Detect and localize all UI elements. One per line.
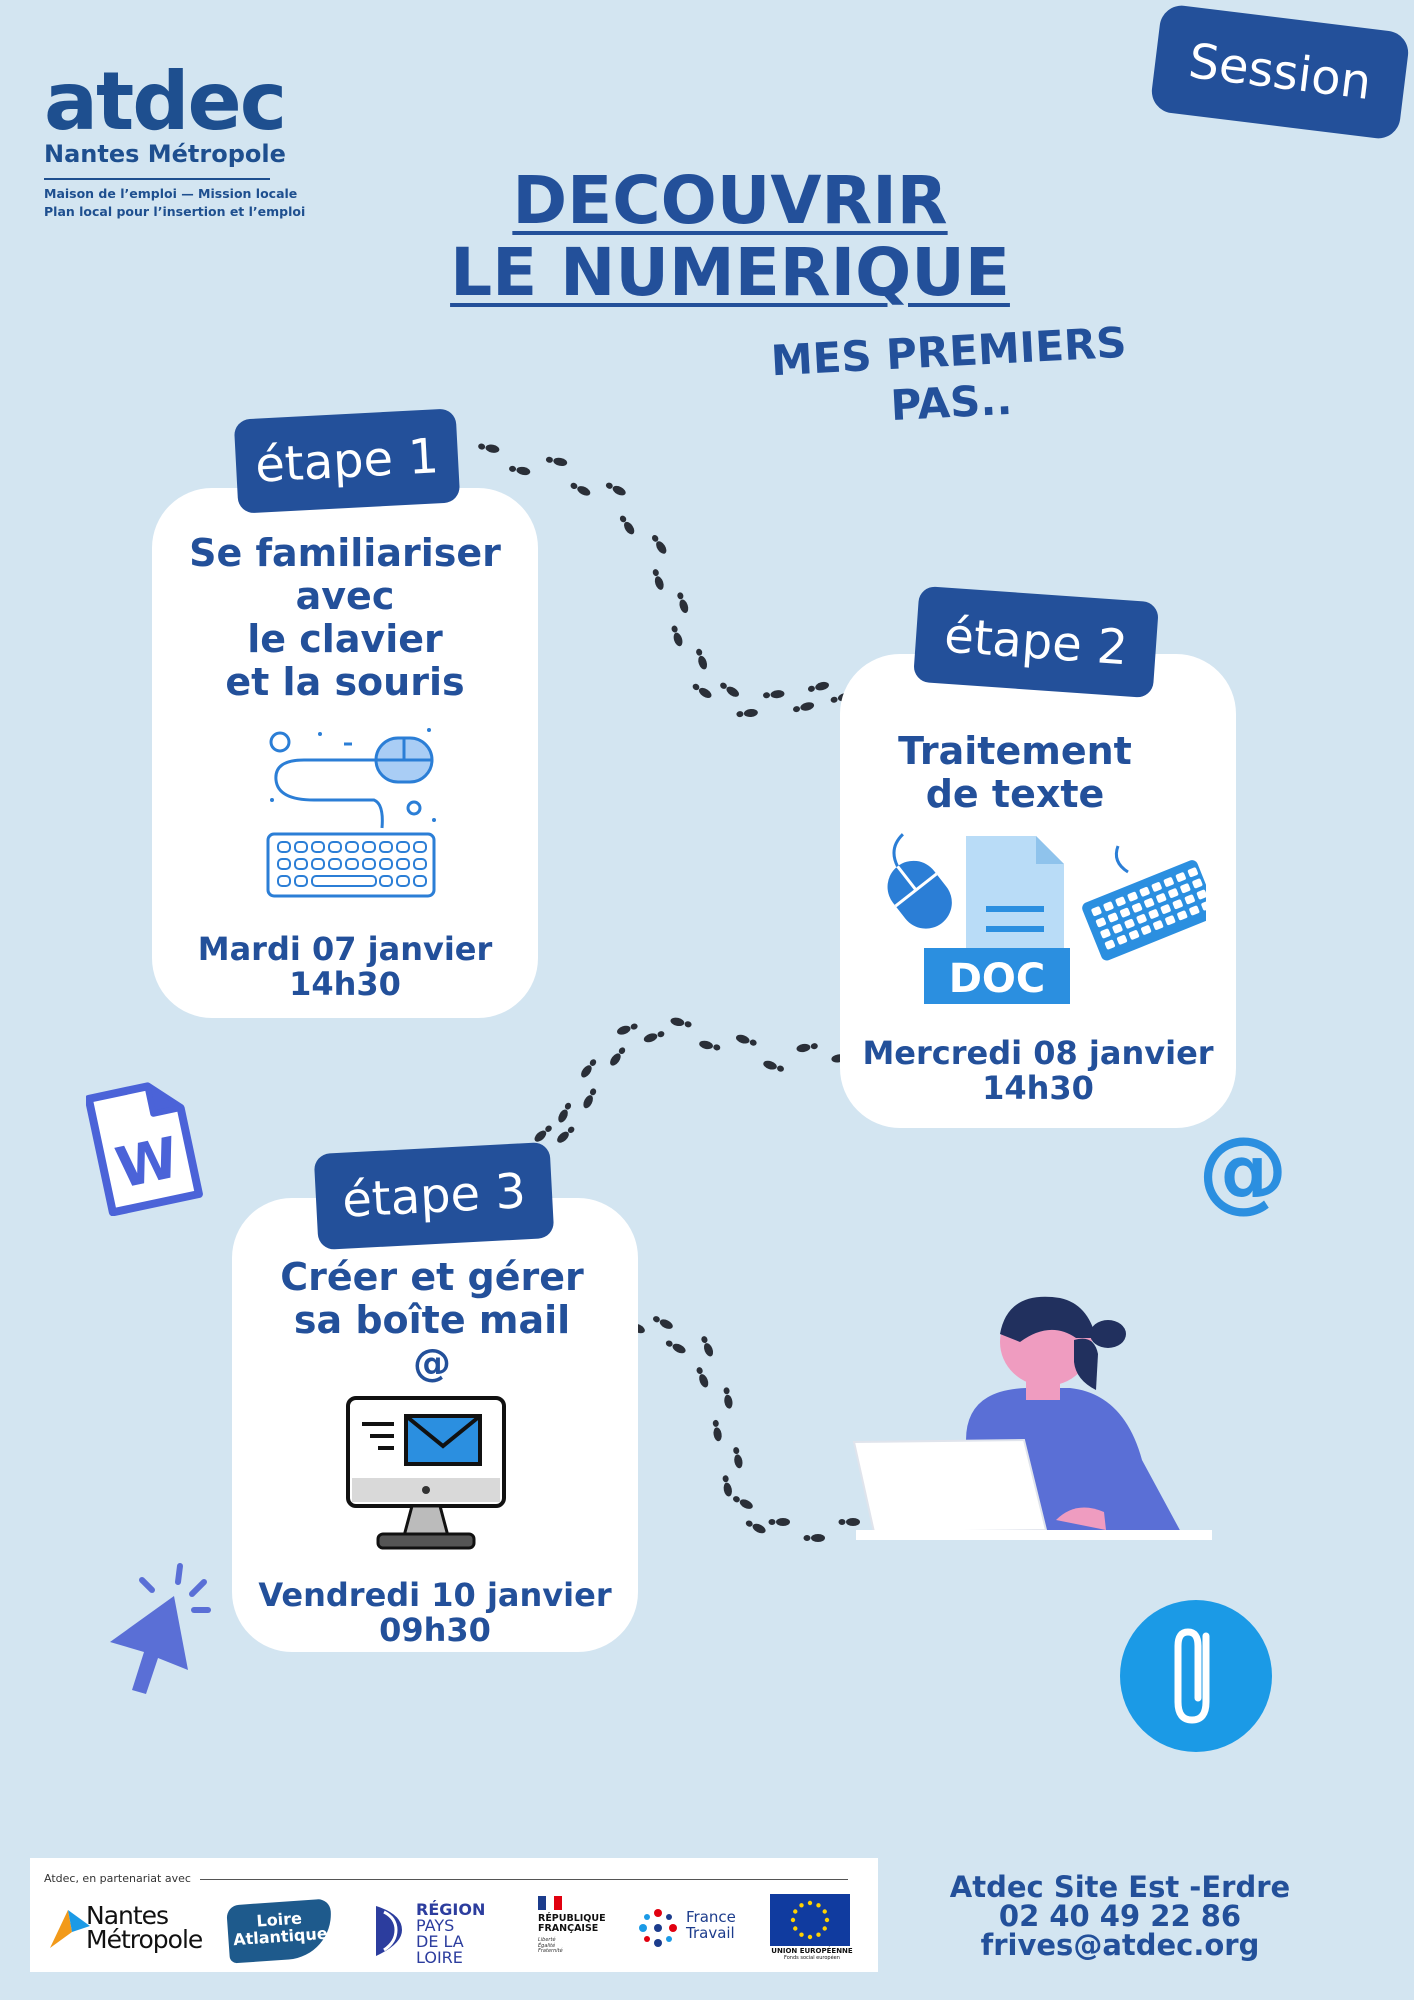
step-2-badge: étape 2	[912, 585, 1160, 699]
document-editing-icon: DOC	[887, 833, 1206, 1004]
logo-tagline-2: Plan local pour l’insertion et l’emploi	[44, 204, 306, 219]
nantes-metropole-logo: Nantes Métropole	[46, 1903, 206, 1960]
doc-label: DOC	[949, 956, 1046, 1002]
atdec-logo: atdec	[44, 55, 287, 148]
contact-site: Atdec Site Est -Erdre	[949, 1870, 1291, 1904]
svg-text:W: W	[111, 1125, 185, 1201]
region-mark-icon	[376, 1906, 402, 1956]
paperclip-icon	[1120, 1600, 1272, 1752]
step-1-card: Se familiariser avec le clavier et la so…	[152, 488, 538, 1018]
step-1-description: Se familiariser avec le clavier et la so…	[189, 531, 501, 704]
step-1-time: 14h30	[289, 964, 401, 1003]
computer-mail-icon	[346, 1396, 506, 1550]
eu-flag-icon	[770, 1894, 850, 1946]
step-2-date: Mercredi 08 janvier	[862, 1034, 1214, 1072]
step-1-date: Mardi 07 janvier	[197, 930, 493, 968]
logo-tagline-1: Maison de l’emploi — Mission locale	[44, 186, 298, 201]
step-1-badge: étape 1	[233, 408, 461, 514]
step-3-badge: étape 3	[313, 1141, 555, 1251]
page-title-line-1: DECOUVRIR	[512, 162, 948, 239]
region-pays-de-la-loire-logo: RÉGION PAYS DE LA LOIRE	[372, 1900, 492, 1966]
partners-label: Atdec, en partenariat avec	[44, 1872, 191, 1885]
page-title-line-2: LE NUMERIQUE	[450, 234, 1010, 311]
logo-divider	[44, 178, 270, 180]
union-europeenne-logo: UNION EUROPÉENNE Fonds social européen	[770, 1894, 854, 1966]
logo-subtitle: Nantes Métropole	[44, 140, 286, 168]
partners-divider	[200, 1879, 848, 1880]
step-3-card: Créer et gérer sa boîte mail @ Vendredi …	[232, 1198, 638, 1652]
french-flag-icon	[538, 1896, 562, 1910]
step-2-description: Traitement de texte	[898, 729, 1132, 816]
nantes-star-icon	[50, 1910, 90, 1948]
step-3-schedule: Vendredi 10 janvier 09h30	[232, 1578, 638, 1647]
person-laptop-illustration	[852, 1296, 1212, 1540]
step-3-at-symbol: @	[413, 1340, 451, 1385]
step-3-time: 09h30	[379, 1610, 491, 1649]
step-1-schedule: Mardi 07 janvier 14h30	[152, 932, 538, 1001]
step-2-time: 14h30	[982, 1068, 1094, 1107]
partners-panel	[30, 1858, 878, 1972]
france-travail-dots-icon	[639, 1909, 677, 1947]
cursor-click-icon	[110, 1563, 211, 1694]
keyboard-mouse-icon	[266, 728, 436, 898]
contact-email[interactable]: frives@atdec.org	[980, 1928, 1260, 1962]
word-document-icon: W	[86, 1082, 203, 1216]
france-travail-logo: France Travail	[636, 1902, 746, 1954]
step-3-description: Créer et gérer sa boîte mail @	[232, 1256, 632, 1385]
at-sign-icon: @	[1198, 1118, 1288, 1223]
step-2-schedule: Mercredi 08 janvier 14h30	[840, 1036, 1236, 1105]
republique-francaise-logo: RÉPUBLIQUE FRANÇAISE Liberté Égalité Fra…	[536, 1896, 620, 1962]
step-3-date: Vendredi 10 janvier	[258, 1576, 612, 1614]
step-2-card: Traitement de texte DOC Mercredi 08 janv…	[840, 654, 1236, 1128]
contact-phone[interactable]: 02 40 49 22 86	[998, 1899, 1242, 1933]
